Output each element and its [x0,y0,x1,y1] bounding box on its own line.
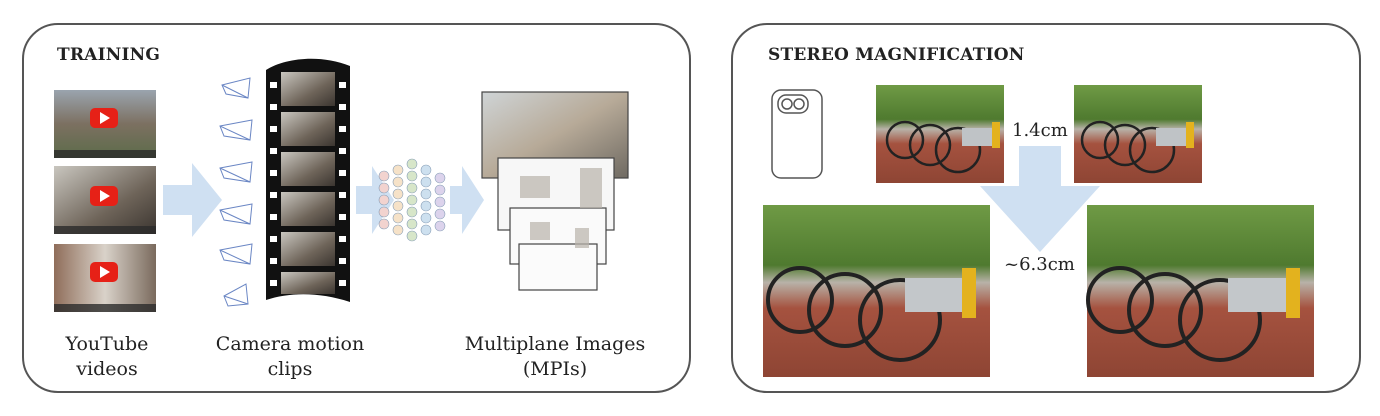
neural-network-icon [378,158,446,242]
baseline-small-label: 1.4cm [1012,120,1068,141]
output-image-right [1086,205,1314,377]
training-title: TRAINING [57,45,161,65]
caption-youtube-line1: YouTube [65,333,149,355]
caption-mpi-line2: (MPIs) [522,358,588,380]
caption-multiplane-images: Multiplane Images (MPIs) [460,332,650,382]
output-image-left [763,205,990,377]
youtube-thumbnail-1 [54,90,156,158]
input-image-left [876,85,1004,183]
training-illustration [54,58,629,312]
caption-camera-line2: clips [267,358,313,380]
caption-camera-motion-clips: Camera motion clips [210,332,370,382]
mpi-stack [481,91,629,291]
stereo-title: STEREO MAGNIFICATION [768,45,1025,65]
camera-frustum-icons [219,77,253,307]
film-strip [266,58,350,302]
youtube-thumbnail-2 [54,166,156,234]
youtube-thumbnail-3 [54,244,156,312]
baseline-large-label: ~6.3cm [1004,254,1075,275]
flow-arrow-1 [163,163,222,237]
caption-youtube-videos: YouTube videos [46,332,168,382]
flow-arrow-2 [356,166,394,234]
magnify-arrow [980,146,1100,252]
caption-mpi-line1: Multiplane Images [464,333,646,355]
phone-icon [771,89,823,179]
flow-arrow-3 [450,166,484,234]
caption-youtube-line2: videos [76,358,138,380]
input-image-right [1074,85,1202,183]
caption-camera-line1: Camera motion [215,333,365,355]
